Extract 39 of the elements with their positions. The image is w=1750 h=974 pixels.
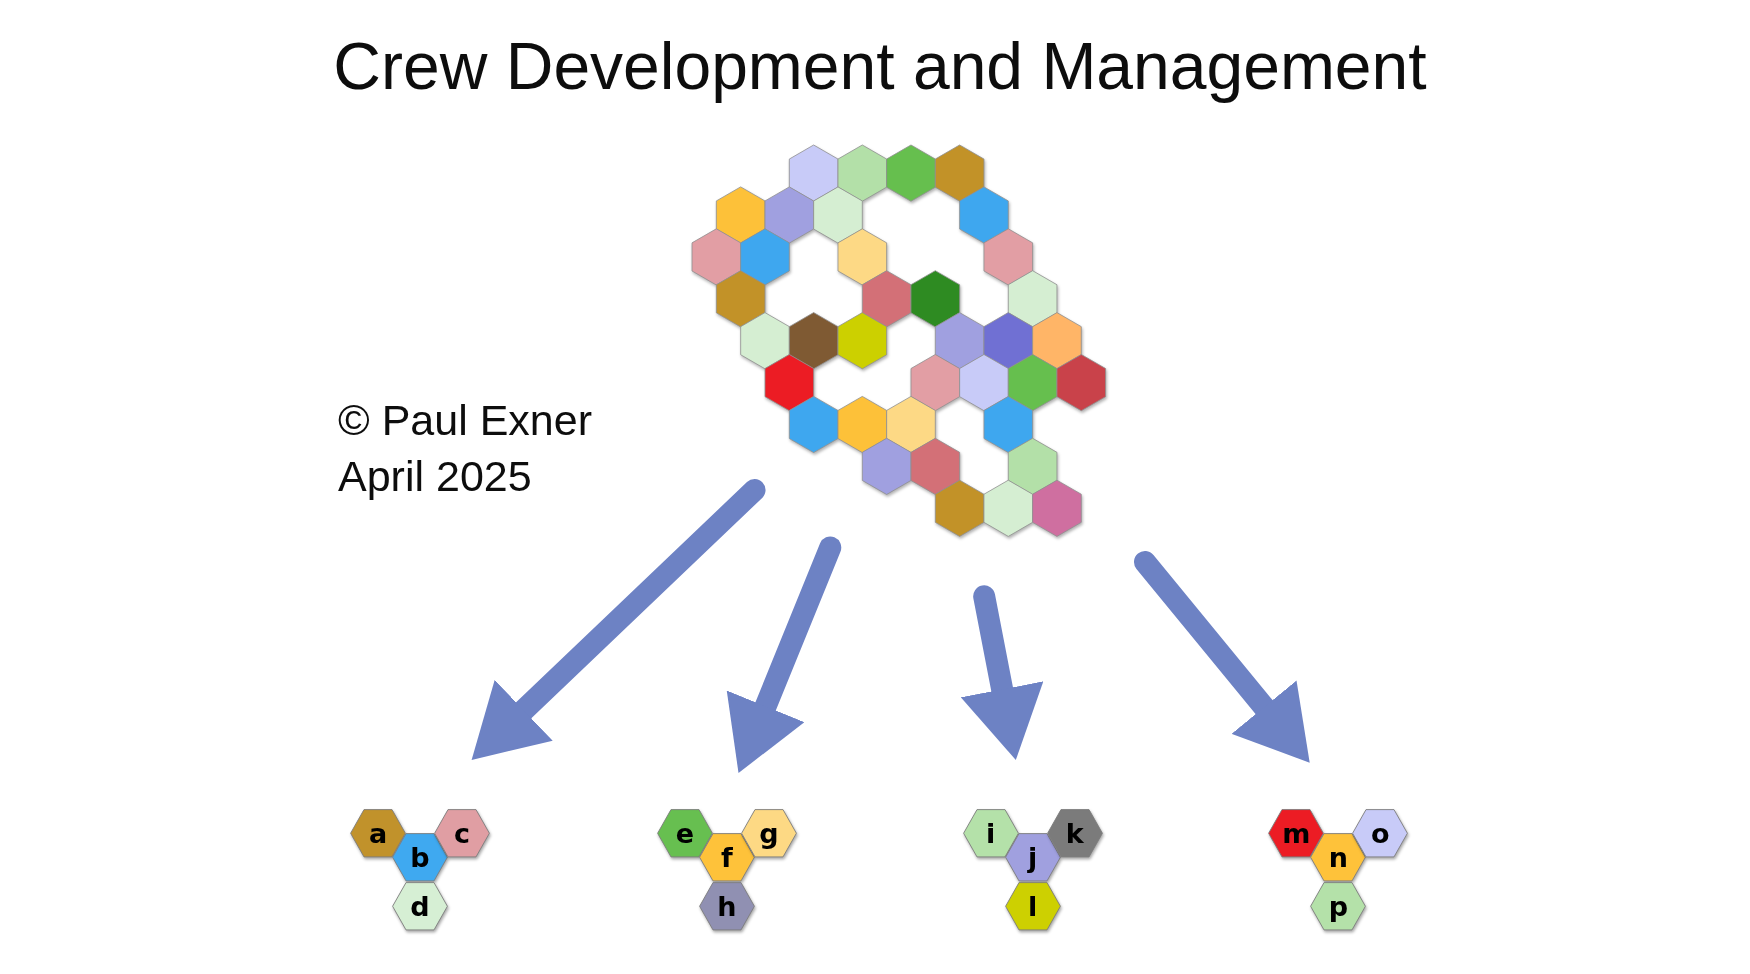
hexagon-tile	[698, 833, 755, 882]
hexagon-tile	[350, 809, 406, 858]
hexagon-tile	[1310, 833, 1367, 882]
hexagon-tile	[1268, 809, 1325, 858]
tile-letter: c	[454, 819, 470, 847]
copyright-note: © Paul Exner	[338, 395, 592, 446]
tile-letter: p	[1328, 892, 1348, 920]
hexagon-tile	[1004, 833, 1061, 882]
tile-letter: h	[717, 892, 737, 920]
hexagon-tile	[698, 881, 755, 931]
tile-letter: l	[1028, 892, 1038, 920]
hexagon-tile	[434, 809, 490, 858]
tile-letter: m	[1282, 819, 1311, 847]
tile-letter: e	[675, 819, 694, 847]
tile-letter: f	[720, 844, 733, 871]
hexagon-tile	[392, 881, 448, 931]
tile-letter: n	[1328, 844, 1348, 871]
hexagon-group	[350, 809, 490, 931]
hexagon-tile	[1310, 881, 1367, 931]
date-note: April 2025	[338, 451, 532, 502]
tile-letter: a	[368, 819, 388, 847]
hexagon-tile	[1004, 881, 1061, 931]
tile-letter: i	[986, 819, 996, 847]
tile-letter: k	[1065, 819, 1084, 847]
tile-letter: j	[1028, 844, 1038, 871]
hexagon-tile	[392, 833, 448, 882]
hexagon-tile	[740, 809, 797, 858]
tile-letter: b	[410, 844, 430, 871]
hexagon-tile	[656, 809, 713, 858]
hexagon-group	[656, 809, 797, 931]
tile-letter: g	[759, 819, 779, 847]
hexagon-group	[962, 809, 1103, 931]
hexagon-tile	[1352, 809, 1409, 858]
hexagon-tile	[1046, 809, 1103, 858]
tile-letter: o	[1371, 819, 1390, 847]
tile-letter: d	[410, 892, 430, 920]
title: Crew Development and Management	[333, 29, 1427, 105]
hexagon-tile	[962, 809, 1019, 858]
hexagon-group	[1268, 809, 1409, 931]
